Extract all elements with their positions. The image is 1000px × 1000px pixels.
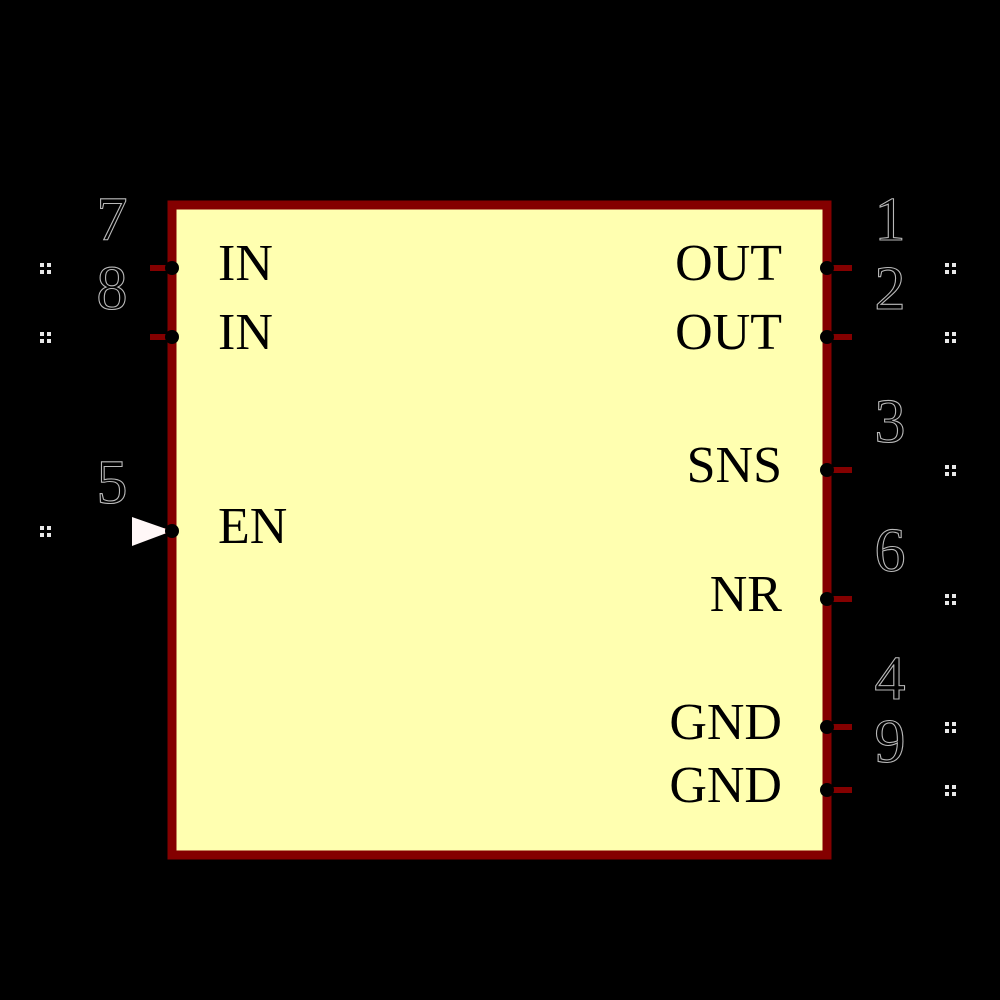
pin-endpoint-marker-1 bbox=[945, 263, 956, 274]
pin-number-6: 6 bbox=[875, 517, 906, 585]
pin-number-2: 2 bbox=[875, 255, 906, 323]
pin-connection-dot-8[interactable] bbox=[165, 330, 179, 344]
pin-number-7: 7 bbox=[97, 186, 128, 254]
pin-label-gnd-9: GND bbox=[669, 757, 782, 814]
pin-number-1: 1 bbox=[875, 186, 906, 254]
pin-label-nr-6: NR bbox=[710, 566, 783, 623]
pin-connection-dot-2[interactable] bbox=[820, 330, 834, 344]
pin-connection-dot-6[interactable] bbox=[820, 592, 834, 606]
pin-endpoint-marker-8 bbox=[40, 332, 51, 343]
clock-edge-marker bbox=[132, 517, 172, 546]
pin-label-en-5: EN bbox=[218, 498, 287, 555]
pin-connection-dot-1[interactable] bbox=[820, 261, 834, 275]
pin-number-5: 5 bbox=[97, 449, 128, 517]
pin-number-4: 4 bbox=[875, 645, 906, 713]
pin-connection-dot-7[interactable] bbox=[165, 261, 179, 275]
pin-endpoint-marker-2 bbox=[945, 332, 956, 343]
pin-endpoint-marker-9 bbox=[945, 785, 956, 796]
pin-connection-dot-3[interactable] bbox=[820, 463, 834, 477]
component-body[interactable] bbox=[167, 200, 832, 860]
pin-label-in-8: IN bbox=[218, 304, 273, 361]
pin-labels: IN IN EN OUT OUT SNS NR GND GND bbox=[218, 235, 782, 814]
pin-label-out-1: OUT bbox=[675, 235, 782, 292]
pin-number-3: 3 bbox=[875, 388, 906, 456]
pin-endpoint-marker-5 bbox=[40, 526, 51, 537]
pin-endpoint-marker-3 bbox=[945, 465, 956, 476]
pin-number-9: 9 bbox=[875, 708, 906, 776]
pin-label-gnd-4: GND bbox=[669, 694, 782, 751]
pin-endpoint-marker-7 bbox=[40, 263, 51, 274]
pin-endpoint-markers bbox=[40, 263, 956, 796]
pin-number-8: 8 bbox=[97, 255, 128, 323]
pin-connection-dot-9[interactable] bbox=[820, 783, 834, 797]
pin-label-out-2: OUT bbox=[675, 304, 782, 361]
pin-connection-dot-5[interactable] bbox=[165, 524, 179, 538]
pin-label-sns-3: SNS bbox=[687, 437, 782, 494]
pin-connection-dots bbox=[165, 261, 834, 797]
pin-numbers: 78 5 12 3 6 49 bbox=[96, 186, 906, 777]
pin-label-in-7: IN bbox=[218, 235, 273, 292]
pin-connection-dot-4[interactable] bbox=[820, 720, 834, 734]
pin-endpoint-marker-4 bbox=[945, 722, 956, 733]
pin-endpoint-marker-6 bbox=[945, 594, 956, 605]
